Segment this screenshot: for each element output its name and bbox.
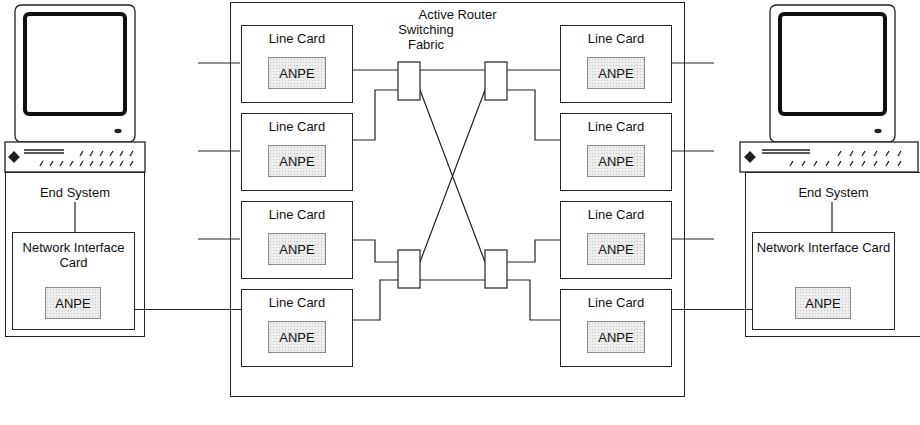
bus-wire	[831, 202, 832, 232]
node-label: ANPE	[272, 330, 322, 345]
nic-box: Network Interface CardANPE	[12, 232, 135, 330]
anpe-box: ANPE	[587, 57, 645, 89]
node-label: Line Card	[564, 31, 668, 46]
case-vents	[790, 151, 901, 166]
right-computer	[740, 5, 918, 172]
monitor-housing	[770, 5, 895, 142]
switch-element	[485, 62, 507, 100]
case-badge	[745, 152, 755, 162]
line-card-box: Line CardANPE	[560, 25, 672, 103]
node-label: ANPE	[272, 242, 322, 257]
fabric-label: Switching Fabric	[386, 22, 466, 52]
node-label: Line Card	[564, 207, 668, 222]
node-label: Line Card	[564, 295, 668, 310]
node-label: ANPE	[272, 154, 322, 169]
bus-wire	[74, 202, 75, 232]
drive-slot	[762, 150, 810, 153]
node-label: ANPE	[591, 330, 641, 345]
anpe-box: ANPE	[587, 233, 645, 265]
left-computer	[5, 5, 145, 172]
monitor-screen	[25, 14, 125, 114]
anpe-box: ANPE	[587, 145, 645, 177]
drive-slot	[24, 150, 64, 153]
link-line	[135, 309, 241, 310]
node-label: Line Card	[564, 119, 668, 134]
port-line	[198, 63, 240, 239]
link-line	[672, 309, 752, 310]
node-label: ANPE	[799, 296, 847, 311]
end-system-box: End SystemNetwork Interface CardANPE	[5, 172, 145, 337]
switch-element	[485, 250, 507, 288]
node-label: ANPE	[591, 66, 641, 81]
node-label: ANPE	[591, 154, 641, 169]
case-badge	[9, 152, 19, 162]
anpe-box: ANPE	[268, 233, 326, 265]
fabric-switches	[398, 62, 507, 288]
line-card-box: Line CardANPE	[241, 201, 353, 279]
anpe-box: ANPE	[268, 321, 326, 353]
monitor-housing	[15, 5, 135, 142]
node-label: Line Card	[245, 207, 349, 222]
node-label: Network Interface Card	[16, 240, 131, 270]
node-label: End System	[749, 185, 918, 200]
line-card-box: Line CardANPE	[560, 201, 672, 279]
fabric-wire	[352, 70, 560, 320]
anpe-box: ANPE	[268, 57, 326, 89]
power-led	[875, 130, 881, 133]
monitor-screen	[780, 14, 885, 114]
node-label: ANPE	[49, 296, 97, 311]
nic-box: Network Interface CardANPE	[752, 232, 895, 330]
node-label: End System	[9, 185, 141, 200]
computer-case	[740, 142, 918, 172]
power-led	[115, 130, 121, 133]
anpe-box: ANPE	[45, 287, 101, 319]
line-card-box: Line CardANPE	[241, 289, 353, 367]
end-system-box: End SystemNetwork Interface CardANPE	[745, 172, 920, 337]
node-label: Line Card	[245, 119, 349, 134]
anpe-box: ANPE	[795, 287, 851, 319]
line-card-box: Line CardANPE	[560, 289, 672, 367]
node-label: Network Interface Card	[756, 240, 891, 255]
computer-case	[5, 142, 145, 172]
node-label: ANPE	[591, 242, 641, 257]
anpe-box: ANPE	[587, 321, 645, 353]
node-label: Line Card	[245, 31, 349, 46]
node-label: Active Router	[234, 7, 681, 22]
switch-element	[398, 250, 420, 288]
line-card-box: Line CardANPE	[241, 113, 353, 191]
anpe-box: ANPE	[268, 145, 326, 177]
case-vents	[40, 151, 133, 166]
router-box: Active RouterLine CardANPELine CardANPEL…	[230, 2, 685, 397]
node-label: Line Card	[245, 295, 349, 310]
node-label: ANPE	[272, 66, 322, 81]
port-line	[672, 63, 714, 239]
line-card-box: Line CardANPE	[241, 25, 353, 103]
line-card-box: Line CardANPE	[560, 113, 672, 191]
switch-element	[398, 62, 420, 100]
internal-wires	[75, 63, 832, 320]
